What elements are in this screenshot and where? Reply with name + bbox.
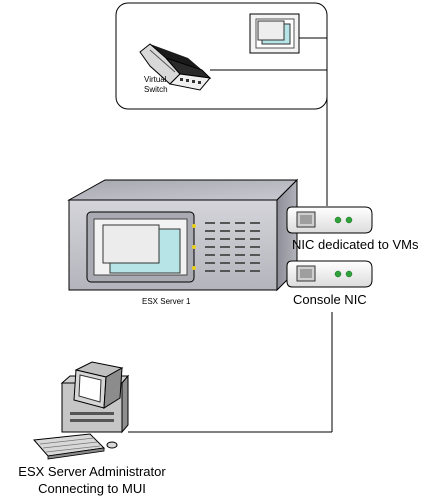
nic-console-label: Console NIC bbox=[293, 292, 367, 307]
nic-vms-label: NIC dedicated to VMs bbox=[292, 237, 419, 252]
server-chassis-icon bbox=[67, 178, 299, 292]
virtual-switch-icon bbox=[139, 43, 212, 91]
admin-label-line2: Connecting to MUI bbox=[38, 481, 146, 496]
vm-window-icon bbox=[249, 13, 300, 54]
virtual-switch-label-line1: Virtual bbox=[144, 75, 167, 84]
nic-vms-card bbox=[286, 206, 373, 234]
server-label: ESX Server 1 bbox=[142, 297, 191, 306]
virtual-switch-label-line2: Switch bbox=[144, 85, 168, 94]
admin-label-line1: ESX Server Administrator bbox=[18, 464, 166, 479]
admin-workstation-icon bbox=[32, 361, 130, 460]
nic-console-card bbox=[286, 260, 373, 288]
